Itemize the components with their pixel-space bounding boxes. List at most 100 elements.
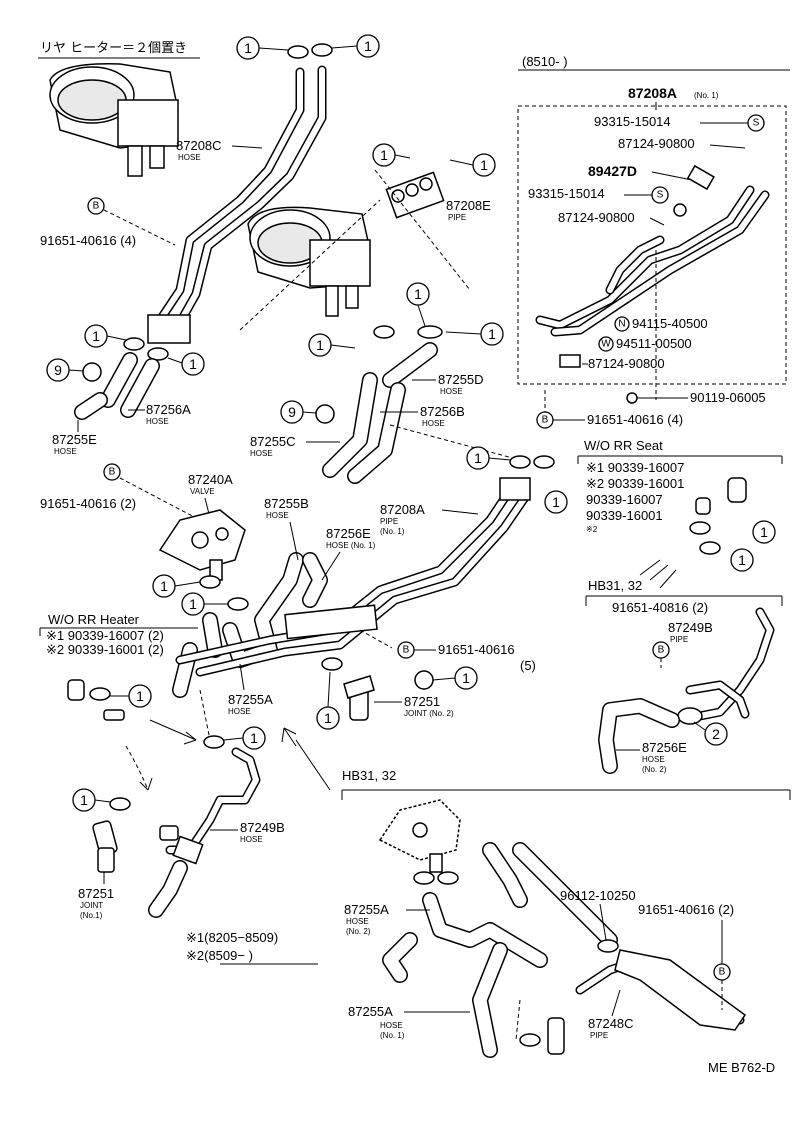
svg-text:87255A: 87255A [344,902,389,917]
svg-text:90339-16007: 90339-16007 [586,492,663,507]
svg-text:1: 1 [189,596,197,612]
svg-text:87255B: 87255B [264,496,309,511]
serial-range: (8510- ) [522,54,568,69]
svg-text:87255C: 87255C [250,434,296,449]
svg-text:1: 1 [189,356,197,372]
svg-text:1: 1 [80,792,88,808]
pipe-87208E: 87208E PIPE [374,169,491,291]
svg-text:1: 1 [316,337,324,353]
svg-text:(No. 1): (No. 1) [694,91,719,100]
svg-text:S: S [753,118,760,129]
hb31-32-bottom: HB31, 32 87255A HOSE (No. 2) 96112-10250… [341,768,791,1058]
svg-text:87256E: 87256E [642,740,687,755]
svg-text:W/O RR Heater: W/O RR Heater [48,612,140,627]
svg-text:87256E: 87256E [326,526,371,541]
svg-text:87208A: 87208A [380,502,425,517]
svg-text:1: 1 [488,326,496,342]
footnotes: ※1(8205−8509) ※2(8509− ) [186,930,318,965]
hose-87256E-no1-label: 87256E HOSE (No. 1) [321,526,376,581]
svg-text:89427D: 89427D [588,163,637,179]
svg-text:※1 90339-16007: ※1 90339-16007 [586,460,684,475]
footnote-2: ※2(8509− ) [186,948,253,963]
svg-text:87124-90800: 87124-90800 [618,136,695,151]
svg-text:1: 1 [480,157,488,173]
figure-code: ME B762-D [708,1060,775,1075]
clamp-callout-1-87208E-left: 1 [372,143,411,167]
svg-text:1: 1 [462,670,470,686]
svg-text:B: B [93,201,100,212]
svg-text:HOSE: HOSE [250,449,273,458]
svg-text:(No. 2): (No. 2) [642,765,667,774]
clamp-callout-1-top-left: 1 [236,36,289,60]
svg-text:1: 1 [92,328,100,344]
pipe-87208A-label: 87208A PIPE (No. 1) 1 [380,446,555,536]
svg-text:1: 1 [250,730,258,746]
svg-text:VALVE: VALVE [190,487,215,496]
svg-text:87256B: 87256B [420,404,465,419]
desc-87208E: PIPE [448,213,466,222]
svg-text:94511-00500: 94511-00500 [616,336,692,351]
rear-heater-unit-left: リヤ ヒーター＝２個置き [38,41,200,177]
svg-text:HOSE: HOSE [380,1021,403,1030]
svg-text:HOSE: HOSE [346,917,369,926]
svg-text:HOSE: HOSE [422,419,445,428]
svg-text:B: B [109,467,116,478]
svg-text:1: 1 [136,688,144,704]
svg-text:1: 1 [474,450,482,466]
svg-text:94115-40500: 94115-40500 [632,316,708,331]
svg-text:2: 2 [712,726,720,742]
clamp-callout-1-top-right: 1 [331,34,380,58]
svg-text:91651-40616: 91651-40616 [438,642,515,657]
hb31-32-right: HB31, 32 91651-40816 (2) 87249B PIPE B 2… [585,578,783,774]
svg-text:※2 90339-16001 (2): ※2 90339-16001 (2) [46,642,164,657]
svg-text:HOSE: HOSE [228,707,251,716]
svg-text:B: B [542,415,549,426]
lower-left-assembly: 1 87249B HOSE 1 87251 JOINT (No.1) [72,726,331,920]
jp-title: リヤ ヒーター＝２個置き [40,41,187,56]
svg-text:91651-40616 (4): 91651-40616 (4) [587,412,683,427]
svg-text:87256A: 87256A [146,402,191,417]
svg-text:91651-40816 (2): 91651-40816 (2) [612,600,708,615]
svg-text:1: 1 [414,286,422,302]
hose-87256A-group: 1 1 9 87256A HOSE 87255E HOSE [46,324,205,456]
svg-text:HOSE: HOSE [54,447,77,456]
wo-rr-seat-block: W/O RR Seat ※1 90339-16007 ※2 90339-1600… [544,438,783,589]
svg-text:93315-15014: 93315-15014 [594,114,671,129]
serial-box-8510: (8510- ) 87208A (No. 1) [517,54,790,385]
svg-text:JOINT (No. 2): JOINT (No. 2) [404,709,454,718]
svg-text:91651-40616 (2): 91651-40616 (2) [40,496,136,511]
svg-text:※2 90339-16001: ※2 90339-16001 [586,476,684,491]
svg-text:HOSE: HOSE [240,835,263,844]
hose-87255A-main-label: 87255A HOSE 1 [228,657,343,730]
svg-text:87240A: 87240A [188,472,233,487]
svg-text:PIPE: PIPE [380,517,398,526]
svg-text:B: B [719,967,726,978]
rear-heater-unit-center [239,199,381,331]
svg-text:87251: 87251 [78,886,114,901]
svg-text:1: 1 [160,578,168,594]
box-parts: 93315-15014 S 87124-90800 89427D 93315-1… [528,114,770,371]
svg-text:87255A: 87255A [228,692,273,707]
svg-text:9: 9 [54,362,62,378]
svg-text:96112-10250: 96112-10250 [560,888,636,903]
label-87208C: 87208C [176,138,222,153]
svg-text:PIPE: PIPE [590,1031,608,1040]
svg-text:B: B [403,645,410,656]
label-91651-40616-4: 91651-40616 (4) [40,233,136,248]
svg-text:87248C: 87248C [588,1016,634,1031]
svg-text:87255E: 87255E [52,432,97,447]
svg-text:※1 90339-16007 (2): ※1 90339-16007 (2) [46,628,164,643]
hose-87255B-label: 87255B HOSE [264,496,309,561]
svg-text:W: W [601,339,611,350]
desc-87208C: HOSE [178,153,201,162]
main-hoses [172,477,531,698]
svg-text:(No. 2): (No. 2) [346,927,371,936]
svg-text:HOSE: HOSE [440,387,463,396]
clamp-callout-1-87208E-right: 1 [449,153,496,177]
svg-text:87249B: 87249B [240,820,285,835]
svg-text:90119-06005: 90119-06005 [690,390,766,405]
joint-87251-no2: 87251 JOINT (No. 2) [343,675,454,721]
svg-text:JOINT: JOINT [80,901,103,910]
svg-text:9: 9 [288,404,296,420]
valve-87240A: 87240A VALVE 1 1 [152,472,249,616]
